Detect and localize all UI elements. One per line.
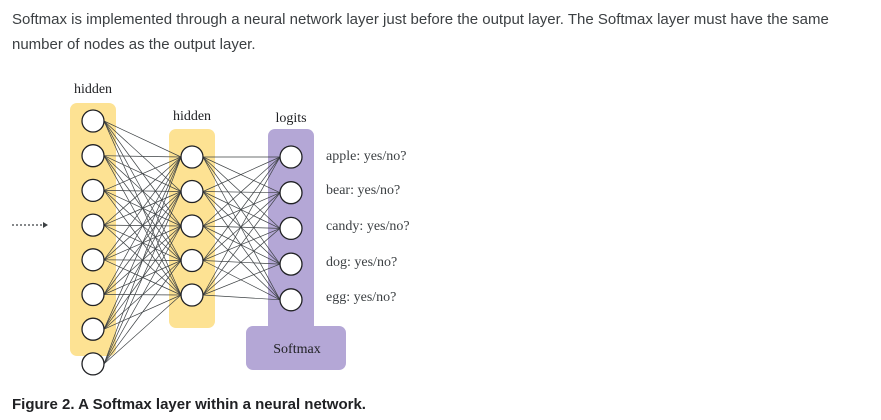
layer2-node-5 bbox=[180, 283, 204, 307]
layer1-layer2-edge bbox=[103, 120, 182, 158]
logits-node-5 bbox=[279, 288, 303, 312]
layer2-layer3-edge bbox=[202, 156, 281, 296]
layer1-node-8 bbox=[81, 352, 105, 376]
softmax-box bbox=[246, 326, 346, 370]
layer1-layer2-edge bbox=[103, 156, 182, 295]
layer1-layer2-edge bbox=[103, 156, 182, 365]
input-arrow-icon bbox=[12, 222, 48, 228]
neural-network-diagram: hidden hidden logits Softmax apple: yes/… bbox=[0, 70, 881, 380]
layer2-layer3-edge bbox=[202, 156, 281, 227]
output-label-egg: egg: yes/no? bbox=[326, 290, 396, 305]
layer2-layer3-edge bbox=[202, 192, 281, 296]
layer1-layer2-edge bbox=[103, 156, 182, 261]
layer1-node-6 bbox=[81, 282, 105, 307]
output-label-apple: apple: yes/no? bbox=[326, 149, 406, 164]
logits-layer-background bbox=[268, 129, 314, 354]
layer1-layer2-edge bbox=[103, 156, 182, 226]
layer2-layer3-edge bbox=[202, 225, 281, 229]
intro-paragraph: Softmax is implemented through a neural … bbox=[12, 11, 829, 53]
layer1-layer2-edge bbox=[103, 191, 182, 365]
layer1-layer2-edge bbox=[103, 294, 182, 365]
layer2-layer3-edge bbox=[202, 225, 281, 301]
layer2-layer3-edge bbox=[202, 156, 281, 300]
layer2-layer3-edge bbox=[202, 156, 281, 265]
layer2-node-4 bbox=[180, 248, 204, 273]
logits-node-3 bbox=[279, 216, 303, 241]
logits-node-4 bbox=[279, 252, 303, 276]
output-label-candy: candy: yes/no? bbox=[326, 219, 410, 234]
layer2-layer3-edge bbox=[202, 191, 281, 229]
layer2-layer3-edge bbox=[202, 263, 281, 296]
softmax-label: Softmax bbox=[273, 342, 320, 357]
layer1-node-4 bbox=[81, 213, 105, 237]
layer1-layer2-edge bbox=[103, 156, 182, 191]
layer2-layer3-edge bbox=[202, 228, 281, 261]
layer2-node-3 bbox=[180, 214, 204, 238]
layer1-node-2 bbox=[81, 144, 105, 168]
layer2-layer3-edge bbox=[202, 191, 281, 194]
layer2-layer3-edge bbox=[202, 228, 281, 296]
logits-node-2 bbox=[279, 181, 303, 205]
layer2-node-2 bbox=[180, 179, 204, 204]
figure-caption: Figure 2. A Softmax layer within a neura… bbox=[12, 396, 366, 413]
layer1-layer2-edge bbox=[103, 225, 182, 365]
layer1-label: hidden bbox=[74, 82, 112, 97]
layer1-node-1 bbox=[81, 109, 105, 133]
layer2-label: hidden bbox=[173, 109, 211, 124]
logits-node-1 bbox=[279, 145, 303, 169]
layer1-node-3 bbox=[81, 178, 105, 203]
layer2-node-1 bbox=[180, 145, 204, 169]
layer2-layer3-edge bbox=[202, 156, 281, 261]
layer1-layer2-edge bbox=[103, 156, 182, 330]
layer2-layer3-edge bbox=[202, 156, 281, 194]
layer2-layer3-edge bbox=[202, 260, 281, 265]
layer2-layer3-edge bbox=[202, 156, 281, 192]
layer1-layer2-edge bbox=[103, 260, 182, 365]
layer1-node-5 bbox=[81, 248, 105, 272]
layer3-label: logits bbox=[275, 111, 306, 126]
layer2-layer3-edge bbox=[202, 260, 281, 301]
layer2-layer3-edge bbox=[202, 191, 281, 301]
layer2-layer3-edge bbox=[202, 191, 281, 265]
diagram-svg: hidden hidden logits Softmax apple: yes/… bbox=[12, 82, 410, 376]
layer2-layer3-edge bbox=[202, 192, 281, 227]
layer2-layer3-edge bbox=[202, 156, 281, 229]
layer2-layer3-edge bbox=[202, 225, 281, 265]
output-label-bear: bear: yes/no? bbox=[326, 183, 400, 198]
layer1-node-7 bbox=[81, 317, 105, 341]
output-label-dog: dog: yes/no? bbox=[326, 255, 397, 270]
layer2-layer3-edge bbox=[202, 294, 281, 301]
layer1-layer2-edge bbox=[103, 155, 182, 158]
